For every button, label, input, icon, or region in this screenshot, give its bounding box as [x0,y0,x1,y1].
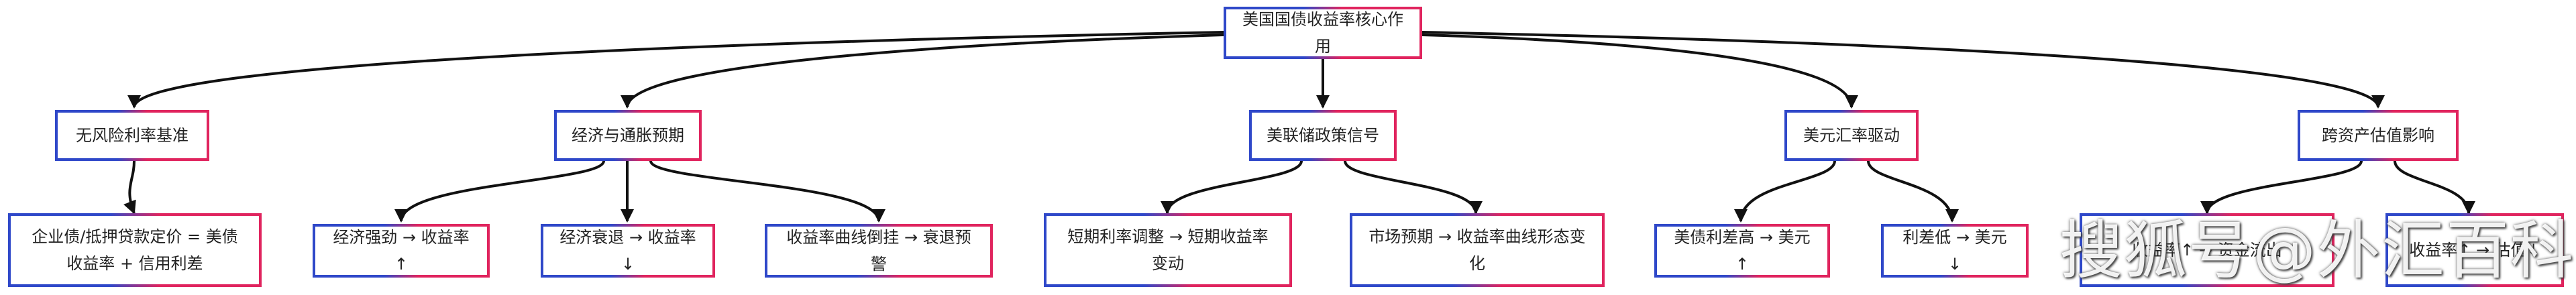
edge-root-cat3 [1421,34,1858,109]
category-node-cross-asset: 跨资产估值影响 [2298,110,2459,161]
edge-cat1-child0 [394,160,605,223]
leaf-node-recession: 经济衰退 → 收益率↓ [541,224,715,278]
leaf-node-spread-low: 利差低 → 美元↓ [1881,224,2029,278]
edge-cat2-child1 [1344,160,1483,215]
leaf-node-spread-high: 美债利差高 → 美元↑ [1654,224,1830,278]
watermark: 搜狐号@外汇百科堂 [2059,215,2576,288]
edge-cat1-child2 [649,160,885,223]
category-node-economy-inflation: 经济与通胀预期 [554,110,702,161]
leaf-node-valuation-down: 收益率↑ → 估值↓ [2385,213,2564,287]
edge-cat0-child0 [123,160,136,215]
leaf-node-curve-inversion: 收益率曲线倒挂 → 衰退预警 [765,224,993,278]
edge-root-cat4 [1421,31,2385,109]
leaf-node-market-expectation: 市场预期 → 收益率曲线形态变化 [1350,213,1605,287]
category-node-risk-free-rate: 无风险利率基准 [55,110,209,161]
leaf-node-strong-economy: 经济强劲 → 收益率↑ [313,224,490,278]
edge-root-cat0 [127,31,1224,109]
category-node-fed-policy: 美联储政策信号 [1249,110,1397,161]
edge-cat4-child1 [2394,160,2475,215]
leaf-node-capital-outflow: 收益率↑ → 资金流出 [2080,213,2334,287]
category-node-usd-fx: 美元汇率驱动 [1784,110,1919,161]
edge-cat3-child1 [1867,160,1959,223]
edge-root-cat1 [621,34,1224,109]
leaf-node-short-rate: 短期利率调整 → 短期收益率变动 [1044,213,1292,287]
root-node: 美国国债收益率核心作用 [1224,7,1422,59]
edge-cat4-child0 [2200,160,2363,215]
leaf-node-credit-pricing: 企业债/抵押贷款定价 = 美债收益率 + 信用利差 [8,213,262,287]
edge-cat2-child0 [1161,160,1303,215]
edge-cat3-child0 [1734,160,1836,223]
